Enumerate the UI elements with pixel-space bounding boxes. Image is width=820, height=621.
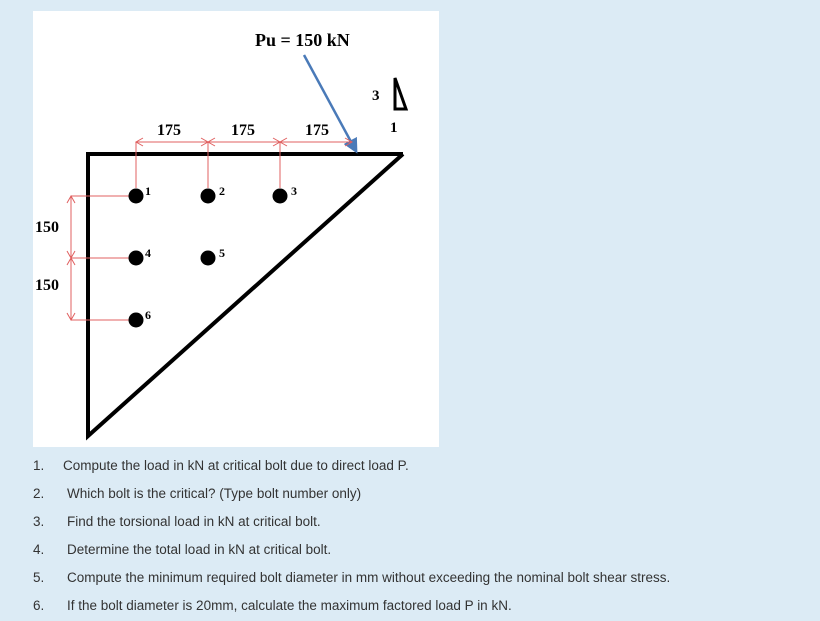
bolt-label-2: 2 (219, 184, 225, 198)
bolt-label-5: 5 (219, 246, 225, 260)
question-item: 1. Compute the load in kN at critical bo… (33, 452, 813, 480)
slope-rise-label: 3 (372, 88, 380, 104)
slope-triangle (393, 77, 409, 111)
question-number: 1. (33, 458, 45, 473)
question-text: If the bolt diameter is 20mm, calculate … (67, 598, 512, 613)
bracket-diagram: Pu = 150 kN 3 1 175 175 175 (35, 30, 409, 441)
question-text: Compute the minimum required bolt diamet… (67, 570, 671, 585)
question-text: Determine the total load in kN at critic… (67, 542, 332, 557)
bracket-plate (86, 152, 405, 441)
question-number: 4. (33, 542, 45, 557)
question-text: Find the torsional load in kN at critica… (67, 514, 321, 529)
bolt-1 (128, 188, 144, 204)
bolt-5 (200, 250, 216, 266)
question-item: 3. Find the torsional load in kN at crit… (33, 508, 813, 536)
slope-run-label: 1 (390, 120, 398, 136)
dim-h-3: 175 (305, 122, 329, 139)
horizontal-dimensions (134, 137, 354, 188)
dim-h-2: 175 (231, 122, 255, 139)
bolt-label-1: 1 (145, 184, 151, 198)
bolt-4 (128, 250, 144, 266)
load-arrow (302, 54, 358, 154)
question-number: 3. (33, 514, 45, 529)
bolt-2 (200, 188, 216, 204)
bolt-6 (128, 312, 144, 328)
load-label: Pu = 150 kN (255, 30, 350, 50)
question-item: 6. If the bolt diameter is 20mm, calcula… (33, 592, 813, 620)
figure-panel: Pu = 150 kN 3 1 175 175 175 (33, 11, 439, 447)
bolt-label-3: 3 (291, 184, 297, 198)
vertical-dimensions (66, 194, 136, 322)
bolt-label-6: 6 (145, 308, 151, 322)
question-text: Which bolt is the critical? (Type bolt n… (67, 486, 362, 501)
question-number: 2. (33, 486, 45, 501)
question-item: 2. Which bolt is the critical? (Type bol… (33, 480, 813, 508)
dim-v-2: 150 (35, 277, 59, 294)
question-list: 1. Compute the load in kN at critical bo… (33, 452, 813, 620)
dim-h-1: 175 (157, 122, 181, 139)
bolt-3 (272, 188, 288, 204)
dim-v-1: 150 (35, 219, 59, 236)
question-number: 6. (33, 598, 45, 613)
question-number: 5. (33, 570, 45, 585)
question-text: Compute the load in kN at critical bolt … (63, 458, 409, 473)
bolt-label-4: 4 (145, 246, 151, 260)
question-item: 4. Determine the total load in kN at cri… (33, 536, 813, 564)
question-item: 5. Compute the minimum required bolt dia… (33, 564, 813, 592)
